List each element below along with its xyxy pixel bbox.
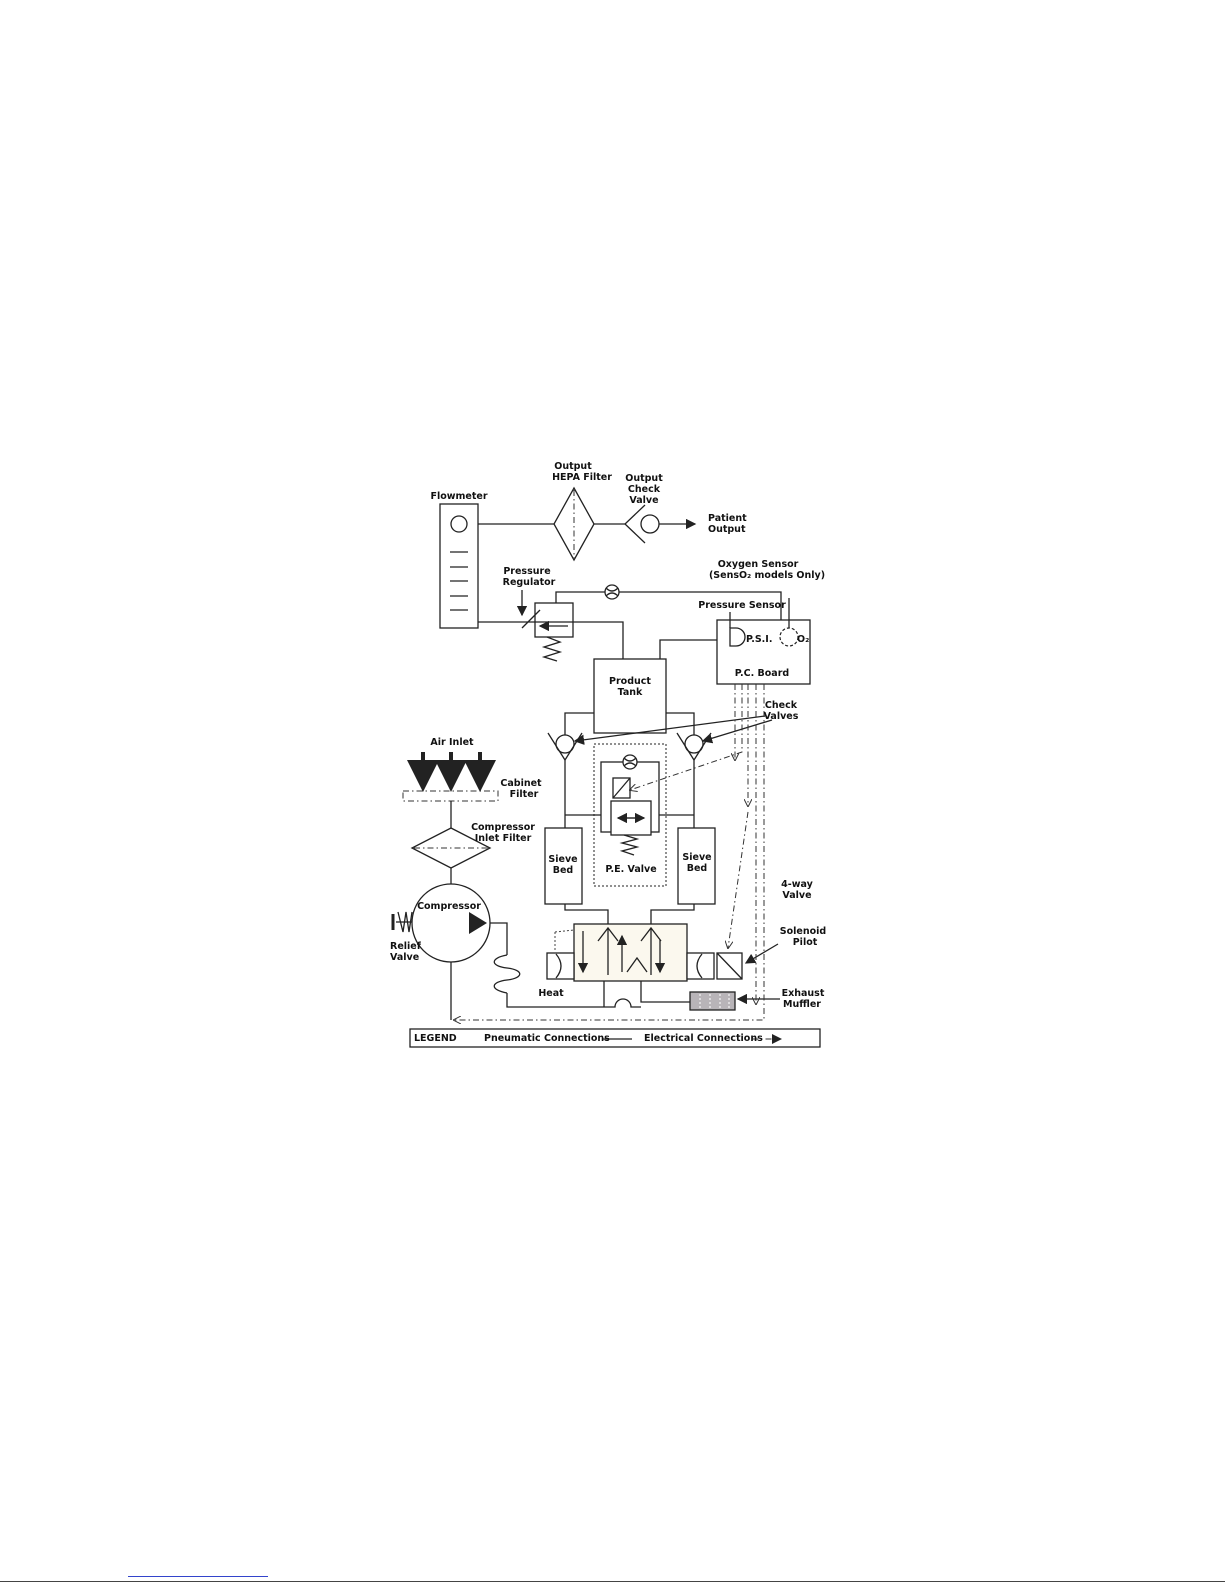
page-bottom-rule: [0, 1581, 1225, 1582]
label-check-valves-1: Check: [765, 700, 798, 711]
flowmeter: [439, 503, 479, 629]
label-relief-valve-2: Valve: [390, 952, 419, 963]
solenoid-actuator: [686, 952, 715, 980]
air-inlet-arrows: [407, 752, 496, 792]
legend-title: LEGEND: [414, 1033, 457, 1044]
label-relief-valve-1: Relief: [390, 941, 422, 952]
label-four-way-2: Valve: [782, 890, 811, 901]
four-way-valve: [573, 923, 688, 982]
label-check-valves-2: Valves: [764, 711, 799, 722]
label-pressure-sensor: Pressure Sensor: [698, 600, 786, 611]
label-product-tank-1: Product: [609, 676, 651, 687]
label-output-check-3: Valve: [629, 495, 658, 506]
sieve-bed-left: [544, 827, 583, 905]
check-valve-left: [547, 732, 583, 762]
label-sieve-bed-right-1: Sieve: [682, 852, 711, 863]
label-pc-board: P.C. Board: [735, 668, 789, 679]
legend-electrical: Electrical Connections: [644, 1033, 763, 1044]
label-air-inlet: Air Inlet: [430, 737, 474, 748]
label-patient-output-2: Output: [708, 524, 746, 535]
label-oxygen-sensor-2: (SensO₂ models Only): [709, 570, 825, 581]
solenoid-pilot: [716, 952, 743, 980]
product-tank: [593, 658, 667, 734]
label-cabinet-filter-2: Filter: [510, 789, 539, 800]
footnote-link-rule: [128, 1576, 268, 1577]
label-oxygen-sensor-1: Oxygen Sensor: [718, 559, 799, 570]
check-valve-right: [676, 732, 712, 762]
label-output-check-1: Output: [625, 473, 663, 484]
output-check-valve: [624, 504, 660, 544]
label-psi: P.S.I.: [746, 634, 772, 645]
label-sieve-bed-left-1: Sieve: [548, 854, 577, 865]
label-sieve-bed-right-2: Bed: [687, 863, 707, 874]
output-hepa-filter: [553, 486, 595, 562]
label-solenoid-pilot-2: Pilot: [793, 937, 818, 948]
legend-pneumatic: Pneumatic Connections: [484, 1033, 610, 1044]
label-exhaust-muffler-1: Exhaust: [782, 988, 825, 999]
label-output-check-2: Check: [628, 484, 661, 495]
legend: [409, 1028, 821, 1048]
pe-valve: [593, 743, 667, 887]
pc-board: [716, 598, 811, 685]
label-compressor-inlet-1: Compressor: [471, 822, 535, 833]
label-o2: O₂: [797, 634, 809, 645]
label-exhaust-muffler-2: Muffler: [783, 999, 821, 1010]
compressor: [411, 883, 491, 1020]
label-pe-valve: P.E. Valve: [605, 864, 656, 875]
exhaust-muffler: [689, 991, 736, 1011]
label-pressure-regulator-2: Regulator: [503, 577, 556, 588]
sieve-bed-right: [677, 827, 716, 905]
label-cabinet-filter-1: Cabinet: [500, 778, 542, 789]
electrical-connections: [454, 684, 765, 1020]
label-output-hepa-2: HEPA Filter: [552, 472, 612, 483]
label-patient-output-1: Patient: [708, 513, 747, 524]
label-four-way-1: 4-way: [781, 879, 813, 890]
label-heat: Heat: [538, 988, 564, 999]
label-compressor-inlet-2: Inlet Filter: [475, 833, 532, 844]
heat-coil: [493, 954, 521, 994]
label-flowmeter: Flowmeter: [430, 491, 487, 502]
label-pressure-regulator-1: Pressure: [503, 566, 550, 577]
heat-actuator: [546, 952, 575, 980]
cabinet-filter: [402, 790, 499, 802]
label-product-tank-2: Tank: [618, 687, 643, 698]
label-solenoid-pilot-1: Solenoid: [780, 926, 826, 937]
relief-valve: [391, 911, 413, 933]
pressure-regulator: [516, 590, 574, 662]
label-sieve-bed-left-2: Bed: [553, 865, 573, 876]
label-compressor: Compressor: [417, 901, 481, 912]
label-output-hepa-1: Output: [554, 461, 592, 472]
flow-restrictor: [604, 584, 620, 600]
